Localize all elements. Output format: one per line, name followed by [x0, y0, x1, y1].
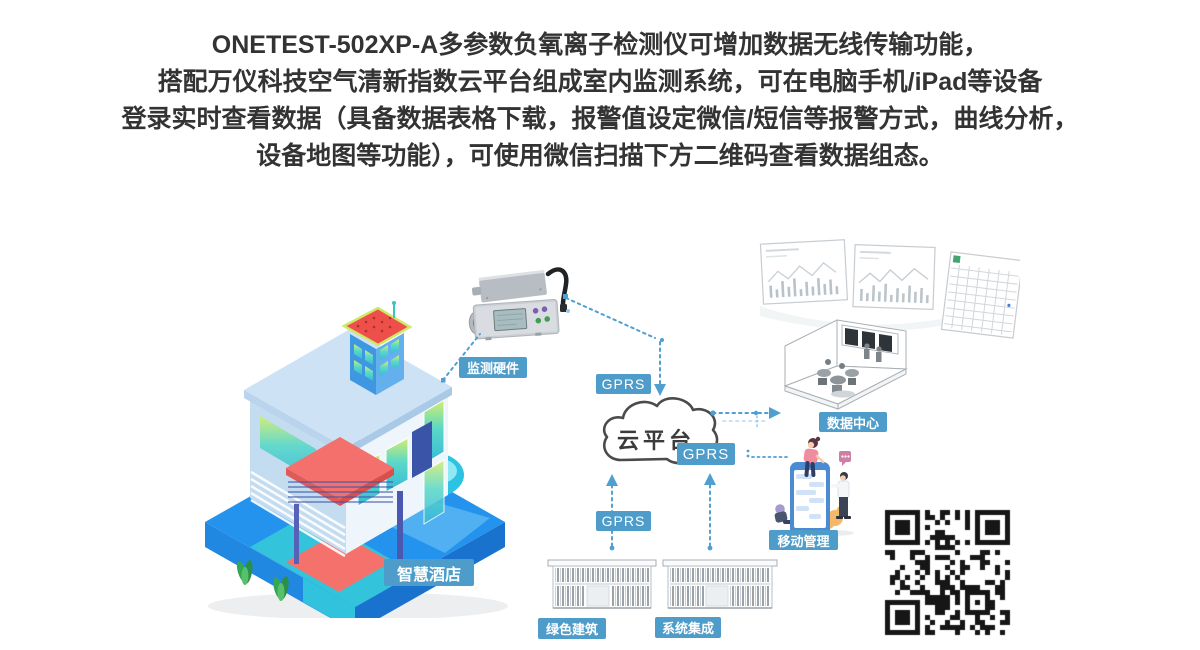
datacenter-sketch: [759, 239, 1020, 410]
control-room-sketch: [783, 319, 908, 410]
gprs-label-1: GPRS: [596, 374, 651, 394]
intro-text: ONETEST-502XP-A多参数负氧离子检测仪可增加数据无线传输功能， 搭配…: [0, 27, 1200, 175]
intro-line-2: 搭配万仪科技空气清新指数云平台组成室内监测系统，可在电脑手机/iPad等设备: [157, 68, 1043, 96]
green-building-label: 绿色建筑: [538, 618, 606, 639]
gprs-label-3: GPRS: [596, 511, 651, 531]
chat-bubble-icon: [839, 451, 851, 466]
dashboard-screen-1: [759, 239, 849, 305]
datacenter-label: 数据中心: [819, 412, 887, 432]
room-people-sketch: [817, 343, 882, 398]
line-hotel-device: [442, 333, 481, 381]
hardware-label: 监测硬件: [459, 357, 527, 378]
integration-label: 系统集成: [655, 617, 721, 638]
intro-line-4: 设备地图等功能），可使用微信扫描下方二维码查看数据组态。: [256, 142, 944, 170]
smart-hotel-illustration: [205, 301, 508, 618]
line-device-corner: [565, 297, 656, 339]
intro-line-3: 登录实时查看数据（具备数据表格下载，报警值设定微信/短信等报警方式，曲线分析，: [121, 105, 1079, 133]
hotel-label: 智慧酒店: [384, 559, 474, 586]
gprs-label-2: GPRS: [677, 443, 735, 465]
woman-on-phone-icon: [803, 436, 825, 477]
green-building-sketch: [547, 559, 657, 609]
detector-device-illustration: [468, 267, 570, 341]
standing-man-icon: [831, 472, 851, 519]
dashboard-screen-2: [852, 244, 936, 311]
mobile-label: 移动管理: [769, 530, 838, 550]
intro-line-1: ONETEST-502XP-A多参数负氧离子检测仪可增加数据无线传输功能，: [211, 31, 989, 59]
qr-code: [884, 509, 1011, 636]
plants-icon: [236, 560, 289, 601]
integration-building-sketch: [662, 559, 778, 609]
dashboard-screen-3: [940, 251, 1020, 339]
